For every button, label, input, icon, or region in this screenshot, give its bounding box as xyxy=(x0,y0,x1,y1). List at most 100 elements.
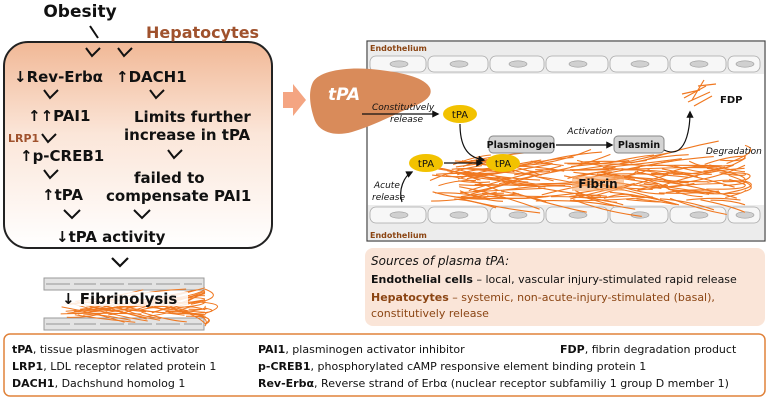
fibrin-strand xyxy=(665,189,704,194)
sources-endothelial-term: Endothelial cells xyxy=(371,273,473,286)
transition-arrow-icon xyxy=(283,84,306,116)
fibrinolysis-label-bg xyxy=(58,292,188,306)
liver-tpa-label: tPA xyxy=(328,85,360,105)
chevron-down-icon xyxy=(149,89,165,100)
liver-icon xyxy=(310,68,431,134)
chevron-down-icon xyxy=(117,47,133,58)
fibrin-strand xyxy=(606,173,689,178)
abbr-rev-erba-desc: , Reverse strand of Erbα (nuclear recept… xyxy=(314,377,729,390)
fibrin-strand xyxy=(486,195,549,199)
fibrin-strand xyxy=(472,171,541,181)
chevron-down-icon xyxy=(43,169,59,180)
fibrin-strand xyxy=(570,182,635,200)
cell-nucleus xyxy=(630,60,650,68)
fibrin-strand xyxy=(66,311,108,318)
fibrin-strand xyxy=(663,180,709,183)
tpa-token-2-label: tPA xyxy=(418,159,434,170)
fibrin-mesh xyxy=(429,140,752,217)
chevron-down-icon xyxy=(41,133,57,144)
fibrin-strand xyxy=(551,153,611,172)
fibrin-strand xyxy=(706,167,746,181)
fibrin-strand xyxy=(533,151,602,165)
tpa-up-label: ↑tPA xyxy=(42,186,83,204)
plasminogen-label: Plasminogen xyxy=(487,140,556,151)
lrp1-label: LRP1 xyxy=(8,132,39,145)
p-creb1-label: ↑p-CREB1 xyxy=(20,147,104,165)
degradation-arrow xyxy=(663,110,694,153)
abbr-lrp1: LRP1, LDL receptor related protein 1 xyxy=(12,360,216,373)
tpa-token-3-label: tPA xyxy=(495,159,511,170)
tpa-token-liver xyxy=(443,105,477,123)
fibrin-strand xyxy=(609,154,655,164)
plasminogen-box xyxy=(488,135,555,154)
cell-nucleus xyxy=(389,211,409,219)
abbr-tpa-term: tPA xyxy=(12,343,33,356)
cell-nucleus xyxy=(689,60,709,68)
limits-line-1: Limits further xyxy=(134,108,251,126)
abbr-fdp-desc: , fibrin degradation product xyxy=(584,343,737,356)
abbr-tpa: tPA, tissue plasminogen activator xyxy=(12,343,199,356)
fibrin-strand xyxy=(474,183,537,187)
fibrin-strand xyxy=(435,172,475,176)
fdp-label: FDP xyxy=(720,95,742,106)
hepatocyte-box xyxy=(3,41,273,249)
abbreviations-box xyxy=(3,333,766,397)
fibrin-strand xyxy=(160,305,206,324)
fibrin-strand xyxy=(569,196,653,202)
abbr-pai1: PAI1, plasminogen activator inhibitor xyxy=(258,343,465,356)
fibrin-strand xyxy=(435,192,491,200)
endothelium-top-label: Endothelium xyxy=(370,44,427,53)
abbr-tpa-desc: , tissue plasminogen activator xyxy=(32,343,200,356)
acute-release-line-1: Acute xyxy=(373,181,400,191)
fibrin-strand xyxy=(573,199,642,217)
fibrin-strand xyxy=(676,164,746,185)
fibrin-strand xyxy=(725,189,746,199)
fibrin-strand xyxy=(707,179,746,183)
abbr-lrp1-desc: , LDL receptor related protein 1 xyxy=(43,360,217,373)
fibrin-strand xyxy=(642,140,719,162)
fibrin-strand xyxy=(576,159,616,168)
fibrin-strand xyxy=(729,178,746,186)
fibrin-strand xyxy=(673,166,726,175)
constitutive-release-line-1: Constitutively xyxy=(372,103,435,113)
limits-line-2: increase in tPA xyxy=(124,126,251,144)
fibrin-strand xyxy=(626,198,662,203)
fibrin-strand xyxy=(654,180,737,199)
fibrin-strand xyxy=(147,306,206,313)
cell-nucleus xyxy=(568,211,588,219)
plasmin-box xyxy=(613,135,665,154)
fibrin-strand xyxy=(461,198,541,214)
fibrin-strand xyxy=(624,186,665,195)
dach1-label: ↑DACH1 xyxy=(116,68,187,86)
endothelium-bottom-label: Endothelium xyxy=(370,231,427,240)
abbr-fdp: FDP, fibrin degradation product xyxy=(560,343,736,356)
fibrin-strand xyxy=(108,307,160,321)
fibrin-strand xyxy=(514,165,562,176)
chevron-down-icon xyxy=(63,209,81,220)
fibrin-strand xyxy=(77,309,136,314)
fibrin-strand xyxy=(459,186,540,210)
chevron-down-icon xyxy=(43,89,59,100)
fibrin-strand xyxy=(141,311,187,323)
fibrin-strand xyxy=(438,179,476,187)
abbr-dach1-desc: , Dachshund homolog 1 xyxy=(54,377,186,390)
fibrin-strand xyxy=(621,169,698,178)
degradation-label: Degradation xyxy=(706,147,762,157)
fibrin-strand xyxy=(185,315,210,325)
tpa-token-1-label: tPA xyxy=(452,110,468,121)
fibrin-strand xyxy=(686,197,741,201)
chevron-down-icon xyxy=(133,209,151,220)
abbr-p-creb1-term: p-CREB1 xyxy=(258,360,311,373)
fibrin-strand xyxy=(190,288,214,305)
cell-nucleus xyxy=(508,60,528,68)
cell-nucleus xyxy=(508,211,528,219)
abbr-p-creb1-desc: , phosphorylated cAMP responsive element… xyxy=(310,360,647,373)
failed-line-1: failed to xyxy=(134,169,205,187)
acute-release-line-2: release xyxy=(372,193,405,203)
sources-hepatocyte-term: Hepatocytes xyxy=(371,291,449,304)
sources-endothelial-desc: – local, vascular injury-stimulated rapi… xyxy=(473,273,737,286)
chevron-down-icon xyxy=(167,149,183,160)
abbr-dach1: DACH1, Dachshund homolog 1 xyxy=(12,377,185,390)
fibrin-strand xyxy=(535,200,615,207)
